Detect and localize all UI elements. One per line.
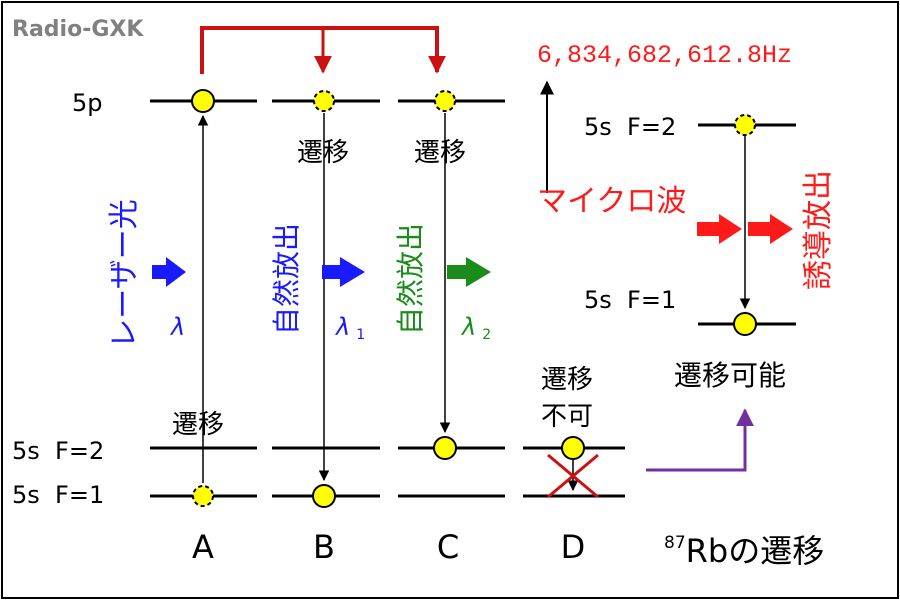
right-atom-f1 [733,312,757,336]
column-label-a: A [192,528,214,566]
not-possible-label-d: 不可 [541,402,593,432]
level-label-5p: 5p [72,89,103,117]
column-label-d: D [561,528,586,566]
spontaneous-emission-1-arrow [322,257,365,287]
column-label-b: B [313,528,335,566]
atom-c-f2 [433,436,457,460]
microwave-label: マイクロ波 [537,184,686,219]
spontaneous-emission-1-label: 自然放出 [270,223,303,335]
spontaneous-emission-2-label: 自然放出 [394,223,427,335]
microwave-arrow-2 [748,214,793,244]
excitation-connector-line [200,26,439,74]
atom-b-5p-virtual [313,90,335,112]
lambda-label: λ [169,313,185,341]
diagram-title: 87Rbの遷移 [664,532,824,570]
column-label-c: C [437,528,459,566]
atom-d-f2 [561,436,585,460]
purple-relation-arrow [646,408,754,472]
laser-light-label: レーザー光 [107,199,142,348]
level-label-5s-f2: 5s F=2 [12,437,104,465]
atom-a-f1-virtual [192,485,214,507]
right-level-label-f2: 5s F=2 [584,113,676,141]
transition-label-d: 遷移 [541,365,593,395]
frequency-label: 6,834,682,612.8Hz [537,41,792,70]
atom-a-5p [191,89,215,113]
atom-c-5p-virtual [434,90,456,112]
transition-label-a: 遷移 [172,410,224,440]
transition-label-b: 遷移 [297,138,349,168]
transition-possible-label: 遷移可能 [674,359,786,392]
right-atom-f2-virtual [734,114,756,136]
right-level-label-f1: 5s F=1 [584,286,676,314]
stimulated-emission-label: 誘導放出 [801,170,836,290]
watermark: Radio-GXK [12,17,144,42]
spontaneous-emission-2-arrow [447,257,491,287]
microwave-arrow-1 [697,214,742,244]
atom-b-f1 [312,484,336,508]
laser-arrow [152,257,186,287]
level-label-5s-f1: 5s F=1 [12,481,104,509]
blocked-cross-line-2 [547,453,599,499]
transition-label-c: 遷移 [414,138,466,168]
